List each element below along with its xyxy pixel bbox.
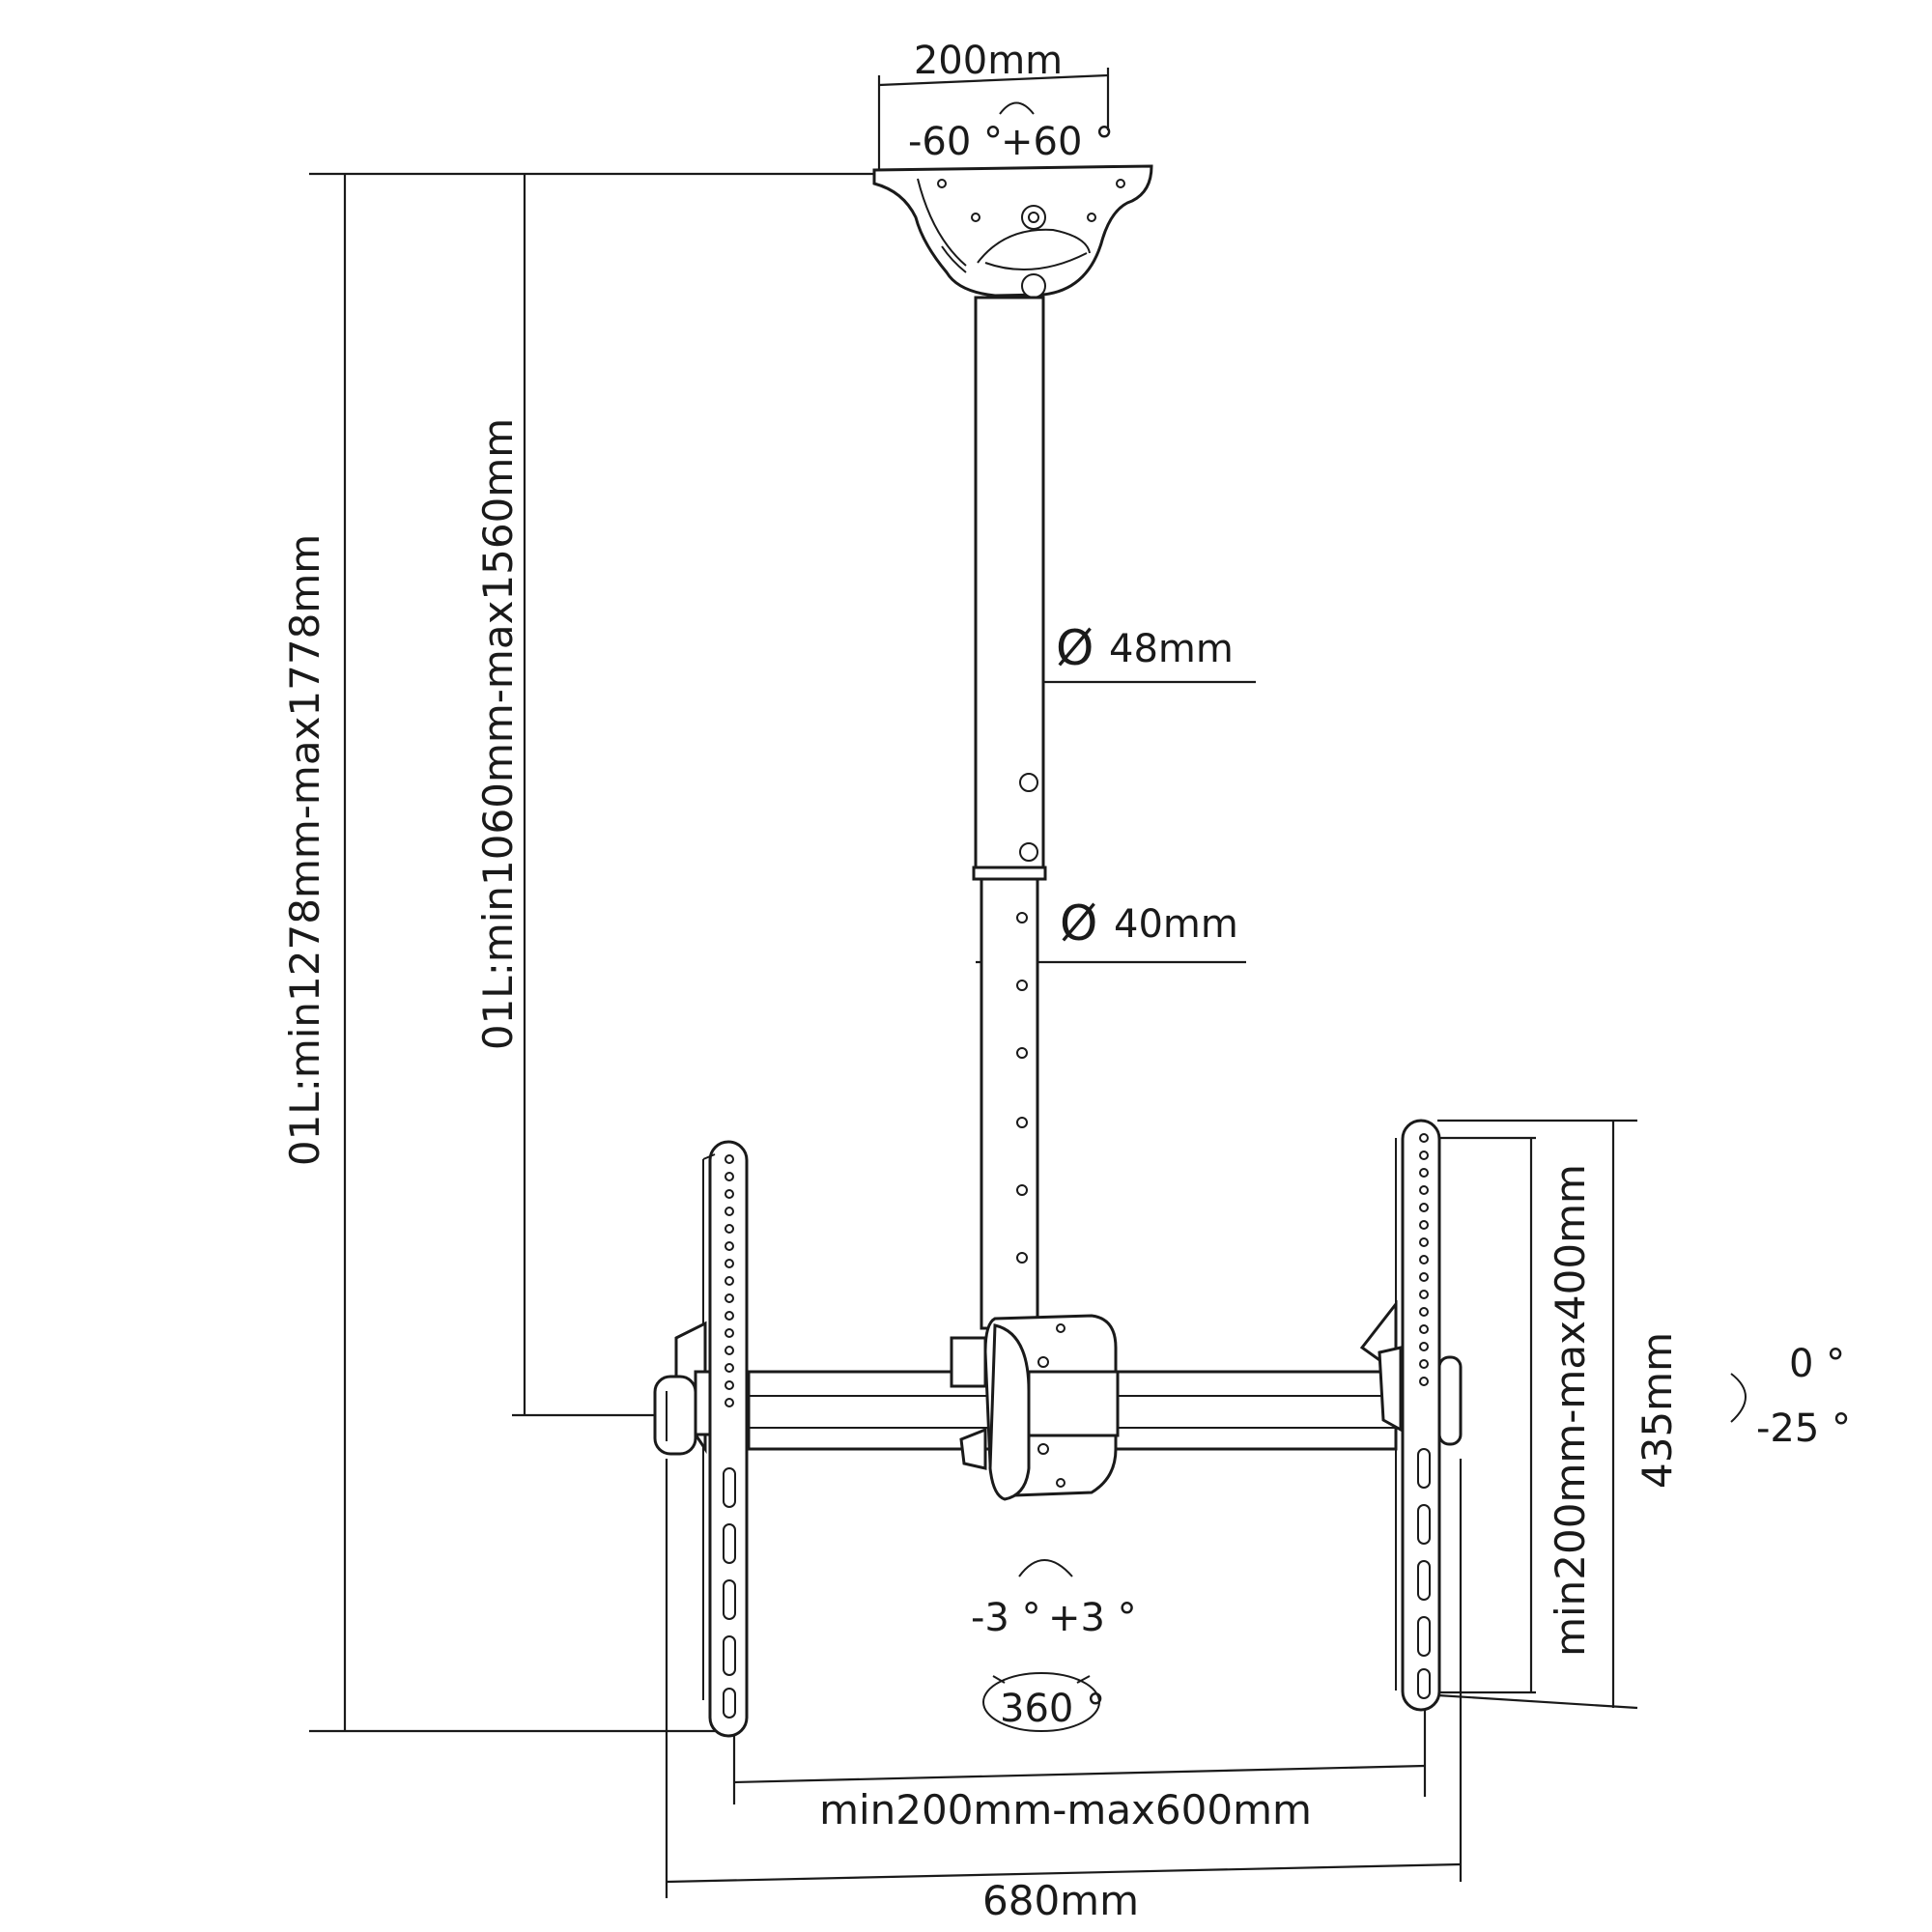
tilt-bottom-label: -25 ° [1756,1406,1851,1451]
left-bracket-holes [724,1154,734,1407]
inner-pole [980,877,1039,1330]
ceiling-plate-width-label: 200mm [914,39,1063,83]
tilt-head [950,1314,1120,1501]
vertical-hole-spacing-label: min200mm-max400mm [1547,1164,1594,1657]
right-bracket-slots [1417,1448,1431,1699]
right-bracket-holes [1419,1133,1429,1386]
dimension-lines [309,68,1638,1898]
inner-pole-diameter-label: 40mm [1114,902,1238,947]
swivel-360-label: 360 ° [1000,1687,1105,1731]
tilt-arrow-icon [1730,1373,1747,1423]
ceiling-swivel-right-label: +60 ° [1001,120,1114,164]
left-bracket-slots [723,1467,736,1719]
total-height-label: 01L:min1278mm-max1778mm [281,534,328,1166]
arc-arrow-icon [1018,1559,1073,1577]
pole-length-label: 01L:min1060mm-max1560mm [474,418,522,1050]
bracket-height-label: 435mm [1634,1332,1681,1489]
outer-pole [972,296,1047,881]
right-bracket [1359,1119,1463,1712]
ceiling-swivel-left-label: -60 ° [908,120,1003,164]
arc-arrow-icon [999,101,1035,115]
rotation-right-label: +3 ° [1048,1596,1137,1640]
tilt-top-label: 0 ° [1789,1342,1845,1386]
ceiling-plate [872,164,1153,298]
diameter-symbol: Ø [1056,620,1094,676]
diameter-symbol: Ø [1060,895,1097,952]
circular-arrow-icon [982,1672,1100,1732]
outer-pole-diameter-label: 48mm [1109,627,1234,671]
rotation-left-label: -3 ° [971,1596,1041,1640]
left-bracket [653,1140,749,1738]
horizontal-hole-spacing-label: min200mm-max600mm [819,1786,1312,1833]
overall-width-label: 680mm [982,1877,1139,1924]
